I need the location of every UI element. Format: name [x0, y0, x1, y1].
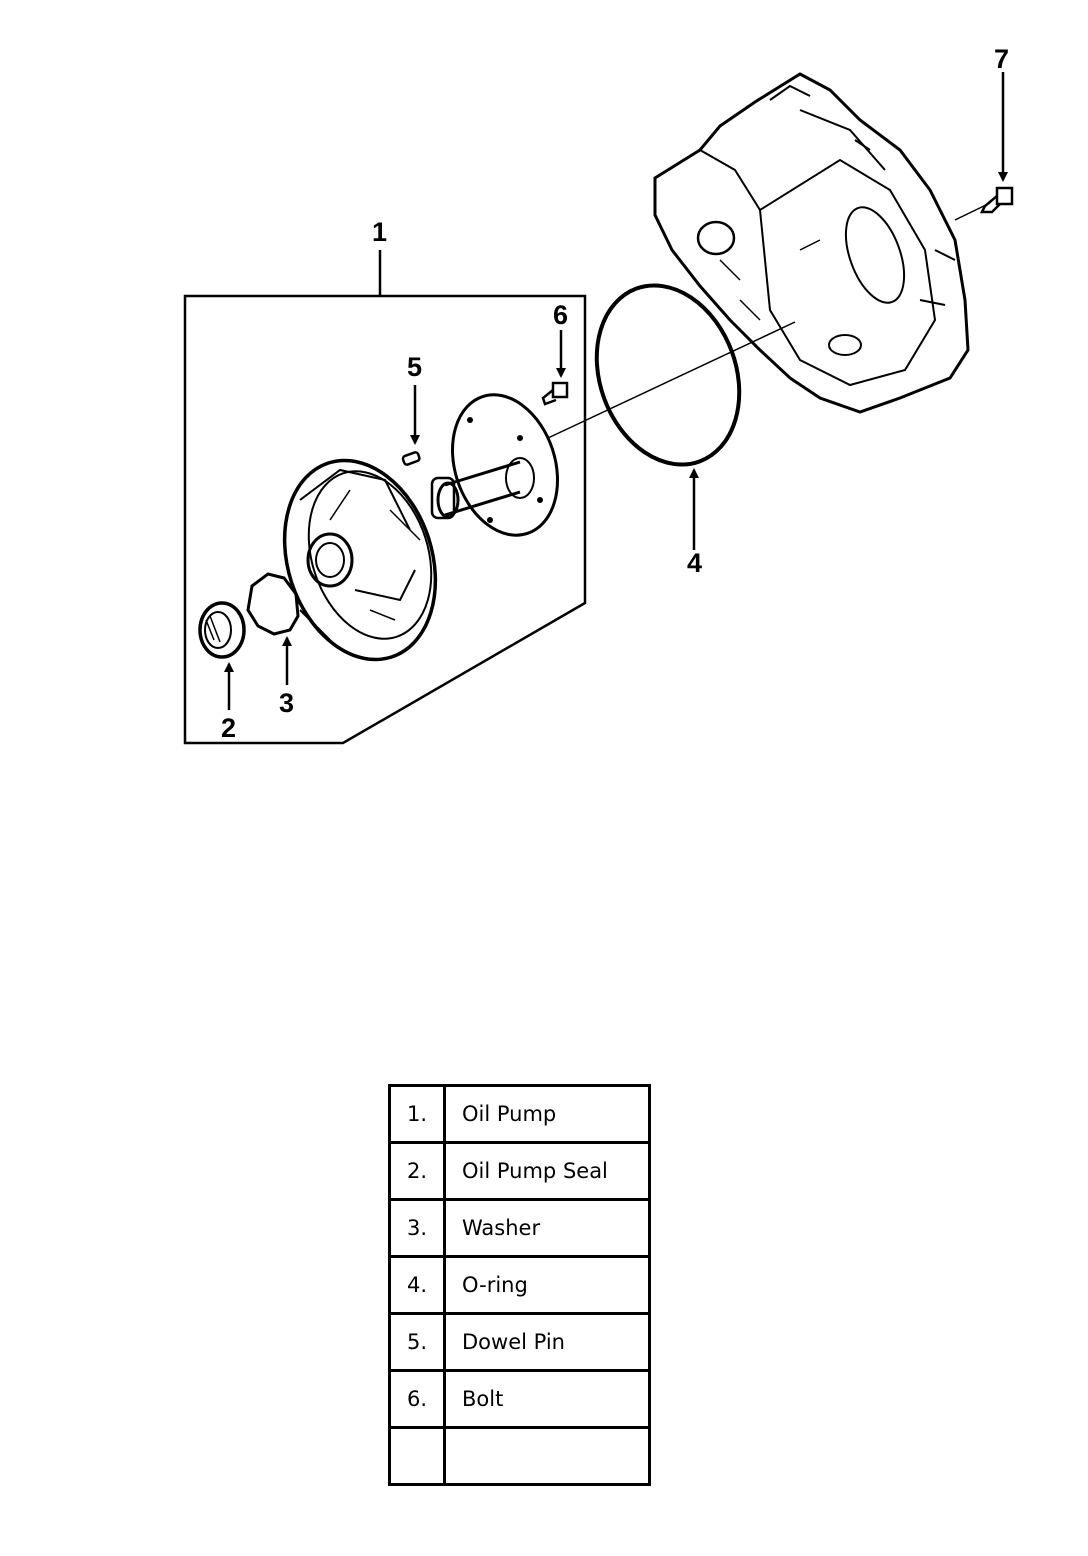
- legend-part-name: Bolt: [443, 1369, 651, 1429]
- pump-body-illustration: [282, 458, 438, 662]
- transmission-case-illustration: [653, 72, 970, 414]
- legend-row: 5. Dowel Pin: [388, 1312, 651, 1372]
- exploded-view-diagram: 1 2 3 4 5 6 7: [183, 44, 1014, 745]
- legend-number: [388, 1426, 446, 1486]
- legend-row: 3. Washer: [388, 1198, 651, 1258]
- callout-6: 6: [553, 300, 568, 330]
- legend-part-name: Washer: [443, 1198, 651, 1258]
- dowel-pin-illustration: [401, 451, 421, 466]
- legend-part-name: Oil Pump Seal: [443, 1141, 651, 1201]
- legend-number: 5.: [388, 1312, 446, 1372]
- oil-pump-seal-illustration: [198, 601, 246, 659]
- assembly-centerline: [547, 321, 796, 439]
- legend-number: 2.: [388, 1141, 446, 1201]
- legend-number: 3.: [388, 1198, 446, 1258]
- legend-row: 1. Oil Pump: [388, 1084, 651, 1144]
- legend-number: 1.: [388, 1084, 446, 1144]
- legend-part-name: O-ring: [443, 1255, 651, 1315]
- legend-part-name: Oil Pump: [443, 1084, 651, 1144]
- legend-part-name: [443, 1426, 651, 1486]
- o-ring-illustration: [594, 283, 742, 467]
- legend-part-name: Dowel Pin: [443, 1312, 651, 1372]
- callout-2: 2: [221, 713, 236, 743]
- callout-7: 7: [994, 44, 1009, 74]
- legend-row: 4. O-ring: [388, 1255, 651, 1315]
- washer-illustration: [246, 572, 300, 636]
- parts-legend-table: 1. Oil Pump 2. Oil Pump Seal 3. Washer 4…: [388, 1084, 651, 1486]
- legend-row: 2. Oil Pump Seal: [388, 1141, 651, 1201]
- callout-4: 4: [687, 548, 702, 578]
- callout-5: 5: [407, 352, 422, 382]
- bolt-6-illustration: [541, 381, 569, 406]
- callout-3: 3: [279, 688, 294, 718]
- legend-number: 6.: [388, 1369, 446, 1429]
- legend-row: 6. Bolt: [388, 1369, 651, 1429]
- bolt-7-illustration: [979, 186, 1014, 214]
- pump-cover-illustration: [430, 393, 560, 537]
- legend-number: 4.: [388, 1255, 446, 1315]
- callout-1: 1: [372, 217, 387, 247]
- legend-row: [388, 1426, 651, 1486]
- oil-pump-group-box: [183, 294, 587, 745]
